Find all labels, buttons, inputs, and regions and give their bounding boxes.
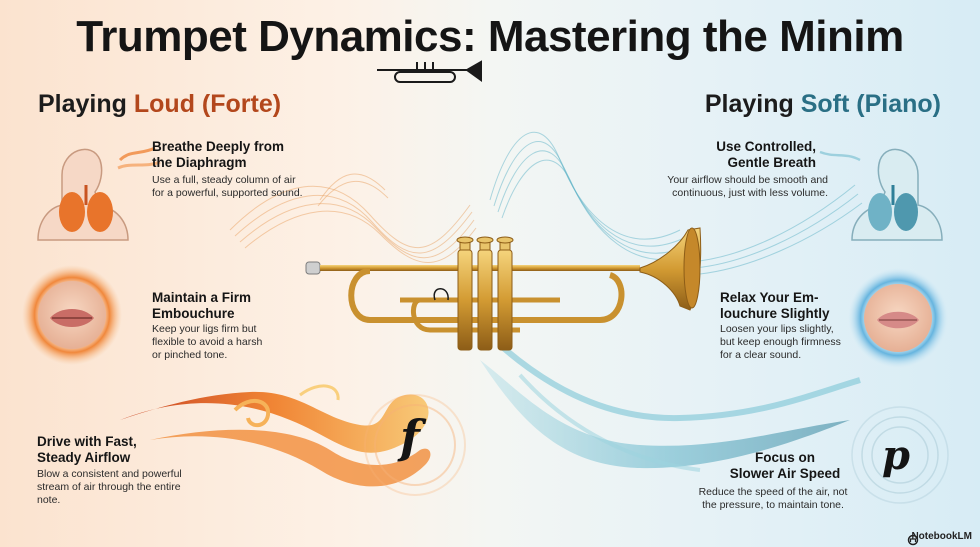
page-title: Trumpet Dynamics: Mastering the Minim [76,12,904,61]
soft-tip-3-body: Reduce the speed of the air, not the pre… [672,486,874,512]
loud-heading: Playing Loud (Forte) [38,90,281,119]
title-line: Slower Air Speed [729,466,841,481]
soft-tip-2-title: Relax Your Em- louchure Slightly [720,290,830,322]
sound-waves-loud [229,173,477,263]
body-line: Reduce the speed of the air, not [698,486,848,498]
title-line: the Diaphragm [152,155,247,170]
title-line: Drive with Fast, [37,434,137,449]
body-line: the pressure, to maintain tone. [702,499,844,511]
soft-heading-word: Soft (Piano) [800,90,941,118]
loud-tip-1-title: Breathe Deeply from the Diaphragm [152,139,284,171]
piano-mark: p [882,432,910,479]
soft-tip-3-title: Focus on Slower Air Speed [690,450,880,482]
fire-airflow [120,384,466,496]
forte-mark: f [400,410,420,464]
body-lungs-icon [819,148,943,241]
soft-tip-2-body: Loosen your lips slightly, but keep enou… [720,323,841,362]
title-line: Relax Your Em- [720,290,819,305]
title-line: Embouchure [152,306,235,321]
title-line: Focus on [755,450,815,465]
soft-heading: Playing Soft (Piano) [705,90,941,119]
body-line: stream of air through the entire [37,481,181,493]
title-line: Steady Airflow [37,450,131,465]
body-line: for a clear sound. [720,349,802,361]
soft-tip-1-title: Use Controlled, Gentle Breath [716,139,816,171]
body-line: note. [37,494,61,506]
body-line: continuous, just with less volume. [672,187,828,199]
body-line: Use a full, steady column of air [152,174,296,186]
body-line: Your airflow should be smooth and [667,174,828,186]
body-line: but keep enough firmness [720,336,841,348]
lips-icon [848,268,948,368]
body-line: Keep your ligs firm but [152,323,257,335]
title-line: Breathe Deeply from [152,139,285,154]
loud-tip-3-body: Blow a consistent and powerful stream of… [37,468,182,507]
body-lungs-icon [37,146,161,241]
title-line: Maintain a Firm [152,290,252,305]
loud-heading-word: Loud (Forte) [133,90,282,118]
title-line: Use Controlled, [716,139,816,154]
trumpet-illustration [305,227,702,351]
title-line: louchure Slightly [720,306,830,321]
body-line: Blow a consistent and powerful [37,468,182,480]
lips-icon [22,265,122,365]
trumpet-icon [377,60,482,83]
body-line: for a powerful, supported sound. [152,187,303,199]
soft-tip-1-body: Your airflow should be smooth and contin… [667,174,828,200]
body-line: Loosen your lips slightly, [720,323,834,335]
loud-heading-prefix: Playing [38,90,134,118]
loud-tip-3-title: Drive with Fast, Steady Airflow [37,434,137,466]
sound-waves-soft [489,131,863,275]
body-line: flexible to avoid a harsh [152,336,263,348]
title-line: Gentle Breath [727,155,816,170]
loud-tip-2-body: Keep your ligs firm but flexible to avoi… [152,323,262,362]
soft-heading-prefix: Playing [704,90,801,118]
body-line: or pinched tone. [152,349,228,361]
brand-label: NotebookLM [911,531,972,542]
notebook-logo-icon [907,534,919,546]
loud-tip-1-body: Use a full, steady column of air for a p… [152,174,303,200]
loud-tip-2-title: Maintain a Firm Embouchure [152,290,251,322]
water-airflow [480,342,949,504]
